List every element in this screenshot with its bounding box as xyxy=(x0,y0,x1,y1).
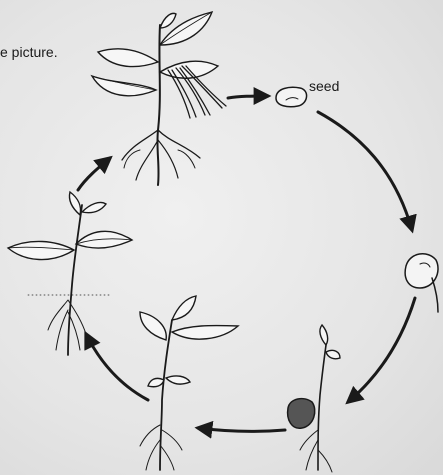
mature-plant xyxy=(92,12,226,185)
young-plant-stage xyxy=(140,296,238,470)
germinating-seed-stage xyxy=(405,254,438,312)
arrow-seed-to-germination xyxy=(318,112,412,230)
arrow-germination-to-seedling xyxy=(348,298,415,402)
arrow-seedling-to-young-plant xyxy=(198,428,285,431)
arrow-young-plant-to-growing xyxy=(86,334,148,400)
seedling-stage xyxy=(288,325,340,472)
cycle-arrows xyxy=(78,96,415,431)
arrow-growing-to-mature xyxy=(78,158,110,190)
seed-stage xyxy=(276,87,307,106)
growing-plant-stage xyxy=(8,192,132,355)
arrow-plant-to-seed xyxy=(228,96,268,98)
